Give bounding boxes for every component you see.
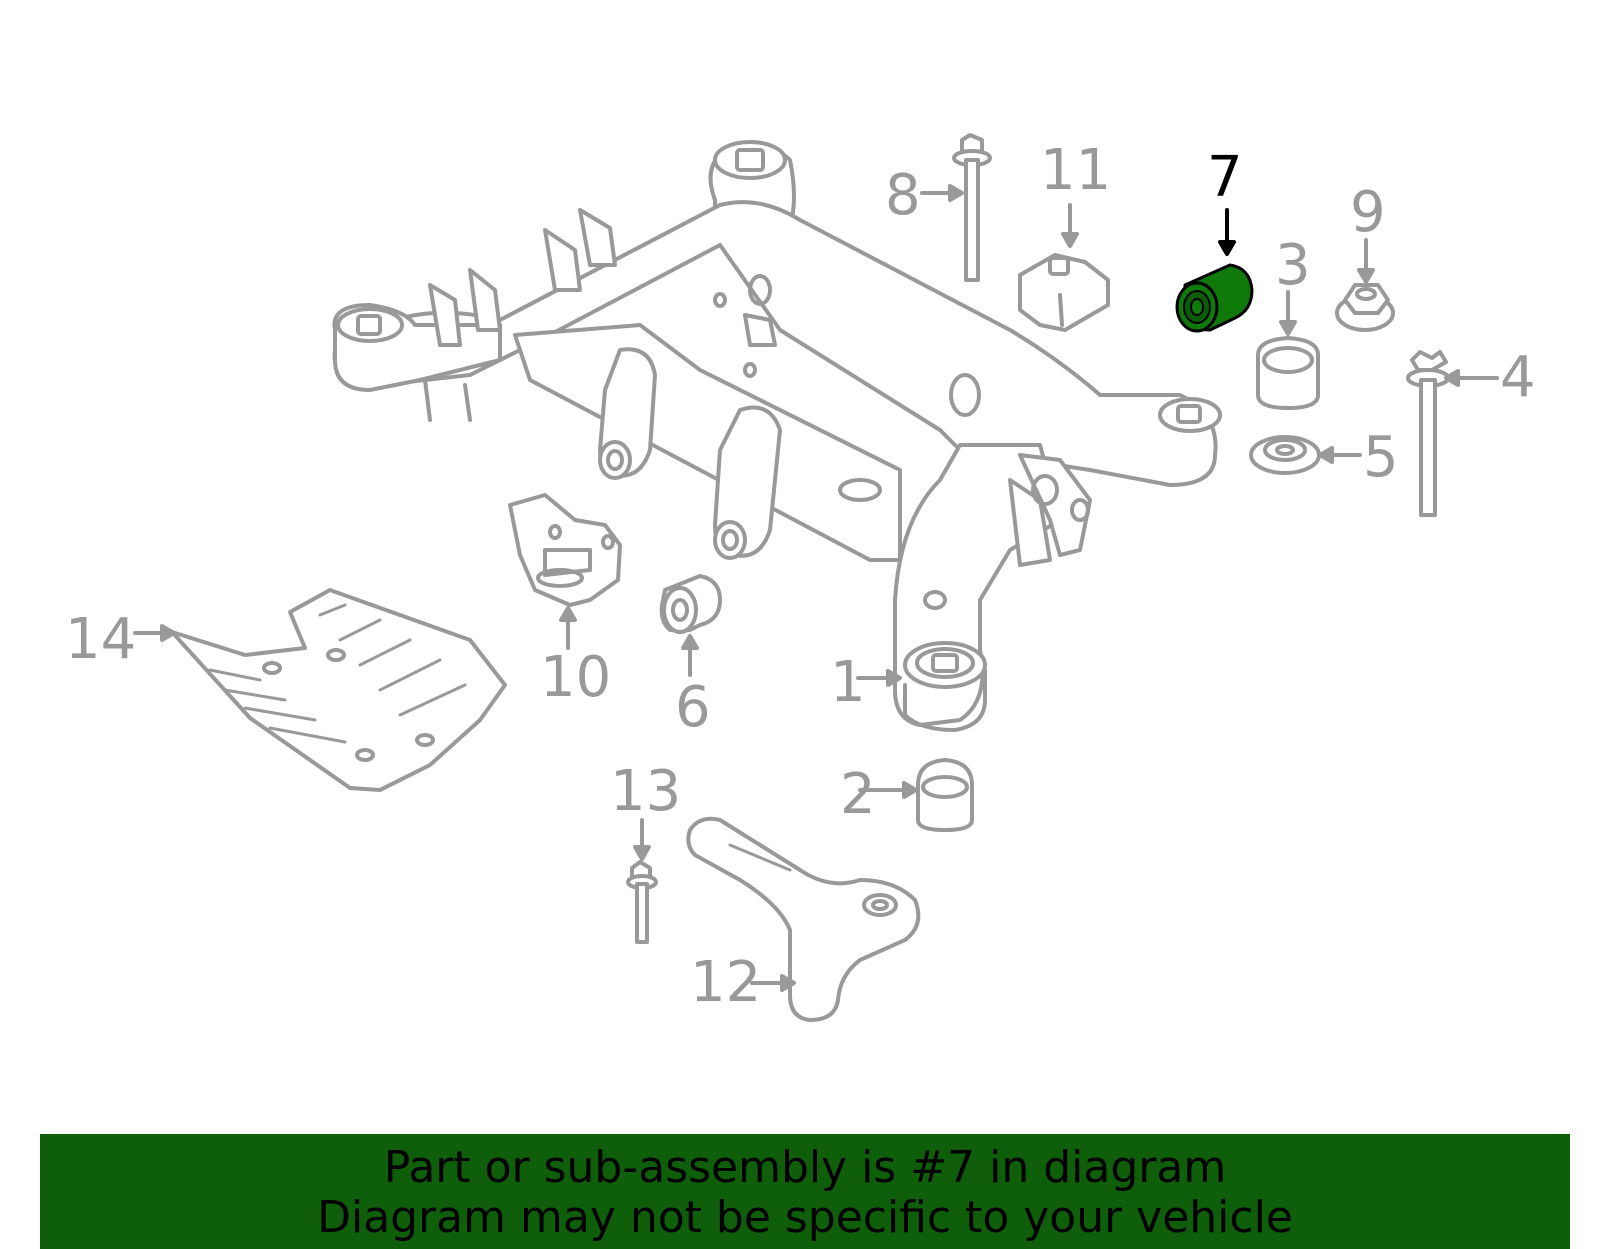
callout-label-12: 12 xyxy=(690,950,762,1015)
callout-arrow-1 xyxy=(856,669,902,687)
part-14-shield-drawing xyxy=(133,588,507,792)
callout-label-9: 9 xyxy=(1350,180,1386,245)
part-7-bushing-highlighted xyxy=(1175,208,1254,333)
callout-label-7-highlighted: 7 xyxy=(1207,145,1243,210)
part-info-banner: Part or sub-assembly is #7 in diagram Di… xyxy=(40,1134,1570,1249)
callout-label-14: 14 xyxy=(65,607,137,672)
part-8-bolt-drawing xyxy=(920,133,992,282)
banner-line-part-number: Part or sub-assembly is #7 in diagram xyxy=(383,1142,1227,1193)
exploded-parts-diagram xyxy=(133,133,1499,1022)
callout-label-6: 6 xyxy=(675,675,711,740)
callout-label-5: 5 xyxy=(1363,425,1399,490)
part-6-bushing-drawing xyxy=(659,574,722,677)
banner-line-disclaimer: Diagram may not be specific to your vehi… xyxy=(317,1192,1293,1243)
part-11-mount-drawing xyxy=(1018,203,1110,332)
callout-label-3: 3 xyxy=(1275,233,1311,298)
part-3-bushing-drawing xyxy=(1256,290,1320,410)
callout-label-10: 10 xyxy=(540,645,612,710)
part-12-brace-drawing xyxy=(686,816,921,1022)
callout-label-4: 4 xyxy=(1500,345,1536,410)
callout-label-2: 2 xyxy=(840,762,876,827)
part-2-bushing-drawing xyxy=(858,758,974,832)
callout-label-13: 13 xyxy=(610,759,682,824)
callout-label-11: 11 xyxy=(1040,138,1112,203)
callout-label-1: 1 xyxy=(830,650,866,715)
rear-subframe-drawing xyxy=(332,140,1222,732)
part-9-nut-drawing xyxy=(1335,238,1395,332)
part-5-washer-drawing xyxy=(1249,435,1362,475)
callout-label-8: 8 xyxy=(885,163,921,228)
part-4-bolt-drawing xyxy=(1406,350,1499,517)
part-10-bracket-drawing xyxy=(508,493,622,650)
part-13-bolt-drawing xyxy=(626,818,658,944)
